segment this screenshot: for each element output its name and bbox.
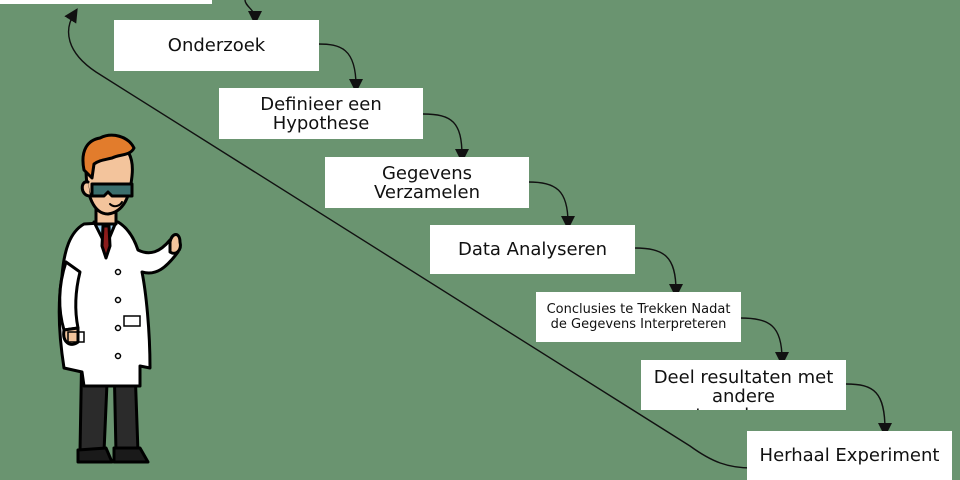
step-box-conclusies: Conclusies te Trekken Nadat de Gegevens … [536,292,741,342]
tie [100,224,112,260]
left-arm [58,260,82,332]
goggles-icon [90,182,134,198]
step-box-delen: Deel resultaten met andere wetenschapper… [641,360,846,410]
mouth [109,201,123,208]
scientist-shoe-right [112,446,150,464]
step-box-gegevens: Gegevens Verzamelen [325,157,529,208]
scientist-shoe-left [76,446,114,464]
hair [81,133,136,180]
step-box-0 [0,0,212,4]
right-hand [168,233,182,255]
step-box-onderzoek: Onderzoek [114,20,319,71]
step-box-hypothese: Definieer een Hypothese [219,88,423,139]
coat-button [114,324,122,332]
coat-pocket [67,331,85,343]
coat-button [114,296,122,304]
ear [80,180,92,198]
coat-button [114,268,122,276]
coat-button [114,352,122,360]
coat-pocket [123,315,141,327]
step-box-analyseren: Data Analyseren [430,225,635,274]
step-box-herhaal: Herhaal Experiment [747,431,952,480]
